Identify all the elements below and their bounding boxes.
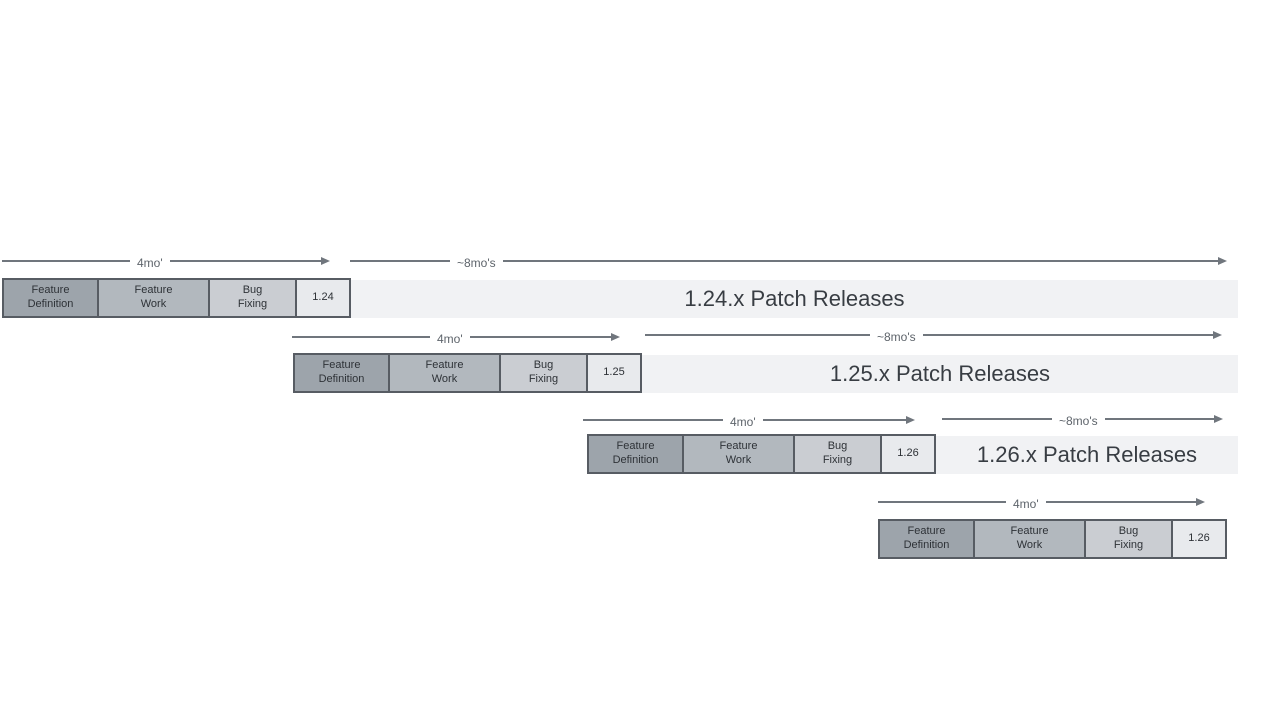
arrowhead-right-icon — [1214, 415, 1223, 423]
patch-duration-arrow: ~8mo's — [350, 254, 1227, 270]
phase-box-feature-work: Feature Work — [975, 519, 1086, 559]
patch-arrow-label: ~8mo's — [457, 256, 496, 270]
patch-releases-label: 1.24.x Patch Releases — [684, 286, 905, 311]
cycle-duration-arrow: 4mo' — [292, 330, 620, 346]
cycle-duration-arrow: 4mo' — [2, 254, 330, 270]
phase-box-feature-definition: Feature Definition — [878, 519, 975, 559]
arrowhead-right-icon — [1196, 498, 1205, 506]
version-box: 1.25 — [588, 353, 642, 393]
release-phase-track: Feature Definition Feature Work Bug Fixi… — [293, 353, 642, 393]
version-box: 1.24 — [297, 278, 351, 318]
version-box: 1.26 — [882, 434, 936, 474]
arrowhead-right-icon — [906, 416, 915, 424]
arrow-line — [878, 501, 1006, 503]
phase-box-bug-fixing: Bug Fixing — [210, 278, 297, 318]
patch-duration-arrow: ~8mo's — [942, 412, 1223, 428]
patch-arrow-label: ~8mo's — [1059, 414, 1098, 428]
arrow-line — [2, 260, 130, 262]
arrow-line — [169, 260, 322, 262]
arrow-line — [645, 334, 870, 336]
patch-duration-arrow: ~8mo's — [645, 328, 1222, 344]
phase-box-feature-definition: Feature Definition — [293, 353, 390, 393]
release-phase-track: Feature Definition Feature Work Bug Fixi… — [878, 519, 1227, 559]
cycle-arrow-label: 4mo' — [1013, 497, 1039, 511]
arrowhead-right-icon — [1213, 331, 1222, 339]
arrow-line — [1104, 418, 1215, 420]
arrow-line — [292, 336, 430, 338]
arrow-line — [762, 419, 907, 421]
arrow-line — [583, 419, 723, 421]
cycle-arrow-label: 4mo' — [437, 332, 463, 346]
patch-releases-label: 1.25.x Patch Releases — [829, 361, 1051, 386]
phase-box-feature-work: Feature Work — [684, 434, 795, 474]
patch-arrow-label: ~8mo's — [877, 330, 916, 344]
arrow-line — [1045, 501, 1197, 503]
arrow-line — [922, 334, 1214, 336]
phase-box-bug-fixing: Bug Fixing — [501, 353, 588, 393]
patch-releases-bar: 1.24.x Patch Releases — [351, 280, 1238, 318]
phase-box-feature-work: Feature Work — [99, 278, 210, 318]
arrow-line — [502, 260, 1219, 262]
arrowhead-right-icon — [1218, 257, 1227, 265]
phase-box-feature-definition: Feature Definition — [2, 278, 99, 318]
arrowhead-right-icon — [321, 257, 330, 265]
arrow-line — [942, 418, 1052, 420]
phase-box-bug-fixing: Bug Fixing — [1086, 519, 1173, 559]
release-phase-track: Feature Definition Feature Work Bug Fixi… — [2, 278, 351, 318]
phase-box-feature-work: Feature Work — [390, 353, 501, 393]
patch-releases-bar: 1.26.x Patch Releases — [936, 436, 1238, 474]
arrowhead-right-icon — [611, 333, 620, 341]
cycle-duration-arrow: 4mo' — [878, 495, 1205, 511]
patch-releases-bar: 1.25.x Patch Releases — [642, 355, 1238, 393]
cycle-arrow-label: 4mo' — [730, 415, 756, 429]
phase-box-bug-fixing: Bug Fixing — [795, 434, 882, 474]
release-phase-track: Feature Definition Feature Work Bug Fixi… — [587, 434, 936, 474]
patch-releases-label: 1.26.x Patch Releases — [976, 442, 1198, 467]
cycle-arrow-label: 4mo' — [137, 256, 163, 270]
arrow-line — [469, 336, 612, 338]
phase-box-feature-definition: Feature Definition — [587, 434, 684, 474]
version-box: 1.26 — [1173, 519, 1227, 559]
cycle-duration-arrow: 4mo' — [583, 413, 915, 429]
arrow-line — [350, 260, 450, 262]
